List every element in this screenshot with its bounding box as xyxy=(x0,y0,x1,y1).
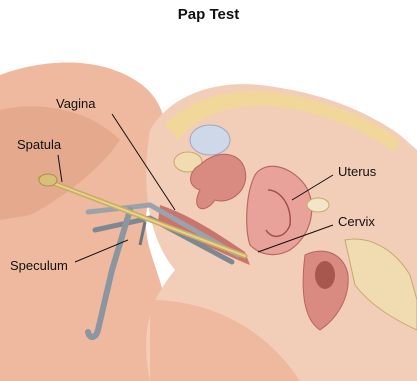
rectum-lumen xyxy=(315,261,335,289)
bladder xyxy=(190,125,230,155)
vagina-label: Vagina xyxy=(56,96,96,111)
page-title: Pap Test xyxy=(0,6,417,23)
ovary xyxy=(307,198,329,212)
spatula-label: Spatula xyxy=(17,137,61,152)
speculum-label: Speculum xyxy=(10,258,68,273)
uterus-label: Uterus xyxy=(338,164,376,179)
cervix-label: Cervix xyxy=(338,214,375,229)
